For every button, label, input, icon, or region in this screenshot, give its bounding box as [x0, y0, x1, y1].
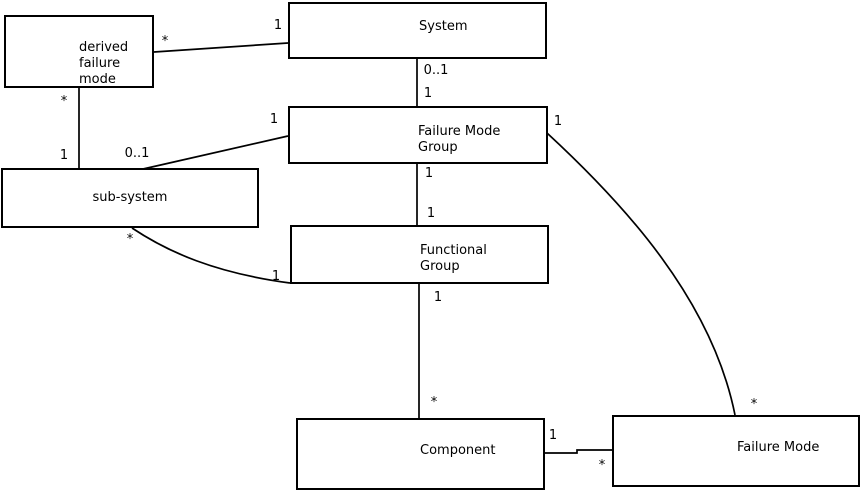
node-derived-failure-mode: derived failure mode [4, 15, 154, 88]
multiplicity-label: * [161, 34, 169, 49]
node-sub-system: sub-system [1, 168, 259, 228]
multiplicity-label: * [598, 458, 606, 473]
edge-sub-system-functional-group [131, 227, 291, 284]
multiplicity-label: * [750, 397, 758, 412]
multiplicity-label: 1 [433, 290, 443, 305]
multiplicity-label: * [126, 232, 134, 247]
multiplicity-label: 1 [269, 112, 279, 127]
multiplicity-label: 1 [424, 166, 434, 181]
node-label: Failure Mode [737, 440, 820, 455]
node-failure-mode: Failure Mode [612, 415, 860, 487]
edge-failure-mode-group-failure-mode [546, 132, 736, 416]
edge-derived-failure-mode-system [153, 42, 289, 53]
multiplicity-label: 0..1 [124, 146, 150, 161]
node-label: sub-system [92, 190, 168, 205]
multiplicity-label: 1 [426, 206, 436, 221]
node-system: System [288, 2, 547, 59]
multiplicity-label: 1 [271, 269, 281, 284]
multiplicity-label: 0..1 [423, 63, 449, 78]
node-label: derived failure mode [79, 40, 129, 87]
edge-component-failure-mode [545, 449, 612, 454]
node-functional-group: Functional Group [290, 225, 549, 284]
node-label: Failure Mode Group [418, 124, 501, 155]
node-failure-mode-group: Failure Mode Group [288, 106, 548, 164]
multiplicity-label: 1 [273, 18, 283, 33]
node-component: Component [296, 418, 545, 490]
multiplicity-label: * [430, 395, 438, 410]
multiplicity-label: 1 [548, 428, 558, 443]
multiplicity-label: * [60, 94, 68, 109]
multiplicity-label: 1 [553, 114, 563, 129]
node-label: Component [420, 443, 496, 458]
multiplicity-label: 1 [423, 86, 433, 101]
multiplicity-label: 1 [59, 148, 69, 163]
node-label: Functional Group [420, 243, 487, 274]
edge-failure-mode-group-sub-system [142, 135, 289, 170]
node-label: System [419, 19, 468, 34]
